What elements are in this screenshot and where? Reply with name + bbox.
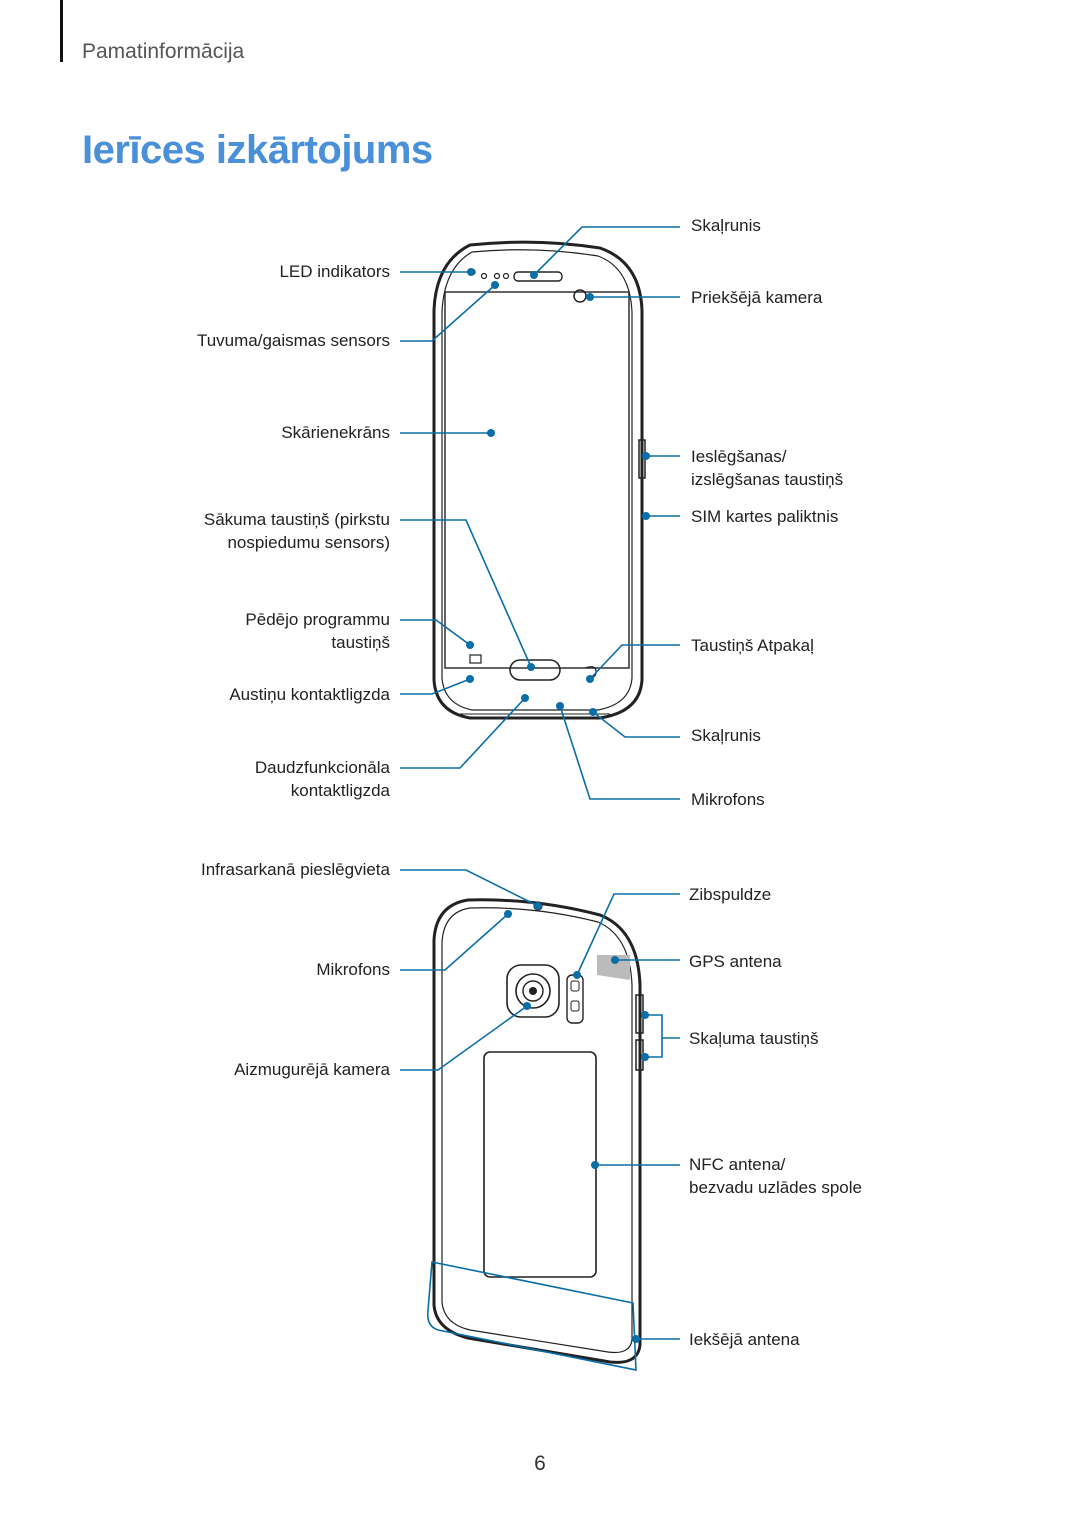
flash-shape: [566, 974, 584, 1024]
label-earphone-jack: Austiņu kontaktligzda: [229, 685, 390, 704]
label-nfc-antenna: NFC antena/ bezvadu uzlādes spole: [689, 1153, 862, 1199]
label-nfc-line2: bezvadu uzlādes spole: [689, 1178, 862, 1197]
label-nfc-line1: NFC antena/: [689, 1155, 786, 1174]
label-flash: Zibspuldze: [689, 885, 772, 904]
rear-camera-shape: [506, 964, 560, 1018]
label-back-key: Taustiņš Atpakaļ: [691, 636, 814, 655]
label-power-key-line2: izslēgšanas taustiņš: [691, 470, 844, 489]
gps-antenna-area: [597, 955, 630, 980]
label-recent-key-line1: Pēdējo programmu: [245, 610, 390, 629]
label-multipurpose-line2: kontaktligzda: [290, 781, 390, 800]
page-number: 6: [534, 1452, 546, 1475]
label-speaker-top: Skaļrunis: [691, 216, 761, 235]
label-recent-key-line2: taustiņš: [331, 633, 390, 652]
label-recent-key: Pēdējo programmu taustiņš: [245, 608, 390, 654]
nfc-coil-shape: [483, 1051, 597, 1278]
label-speaker-bottom: Skaļrunis: [691, 726, 761, 745]
section-label: Pamatinformācija: [82, 40, 245, 63]
label-home-key: Sākuma taustiņš (pirkstu nospiedumu sens…: [204, 508, 390, 554]
callout-dots: [466, 268, 650, 1343]
label-rear-camera: Aizmugurējā kamera: [234, 1060, 390, 1079]
internal-antenna-outline: [426, 1261, 637, 1371]
label-internal-antenna: Iekšējā antena: [689, 1330, 800, 1349]
label-home-key-line1: Sākuma taustiņš (pirkstu: [203, 510, 390, 529]
label-touchscreen: Skārienekrāns: [281, 423, 390, 442]
label-front-camera: Priekšējā kamera: [691, 288, 823, 307]
label-power-key-line1: Ieslēgšanas/: [691, 447, 787, 466]
label-led-indicator: LED indikators: [279, 262, 390, 281]
label-power-key: Ieslēgšanas/ izslēgšanas taustiņš: [691, 445, 843, 491]
earpiece-speaker: [513, 271, 563, 282]
callout-lines: [400, 226, 680, 1340]
label-microphone-top: Mikrofons: [316, 960, 390, 979]
label-microphone-bottom: Mikrofons: [691, 790, 765, 809]
label-multipurpose-line1: Daudzfunkcionāla: [254, 758, 390, 777]
label-ir-blaster: Infrasarkanā pieslēgvieta: [200, 860, 390, 879]
page-title: Ierīces izkārtojums: [82, 128, 433, 172]
label-home-key-line2: nospiedumu sensors): [227, 533, 390, 552]
front-device: [432, 240, 646, 720]
label-multipurpose-jack: Daudzfunkcionāla kontaktligzda: [255, 756, 390, 802]
label-proximity-sensor: Tuvuma/gaismas sensors: [196, 331, 390, 350]
section-rule: [60, 0, 63, 62]
label-gps-antenna: GPS antena: [689, 952, 782, 971]
label-sim-tray: SIM kartes paliktnis: [691, 507, 839, 526]
recent-key-shape: [469, 654, 482, 664]
front-camera-shape: [573, 289, 587, 303]
label-volume-key: Skaļuma taustiņš: [689, 1029, 819, 1048]
home-key-shape: [509, 659, 561, 681]
